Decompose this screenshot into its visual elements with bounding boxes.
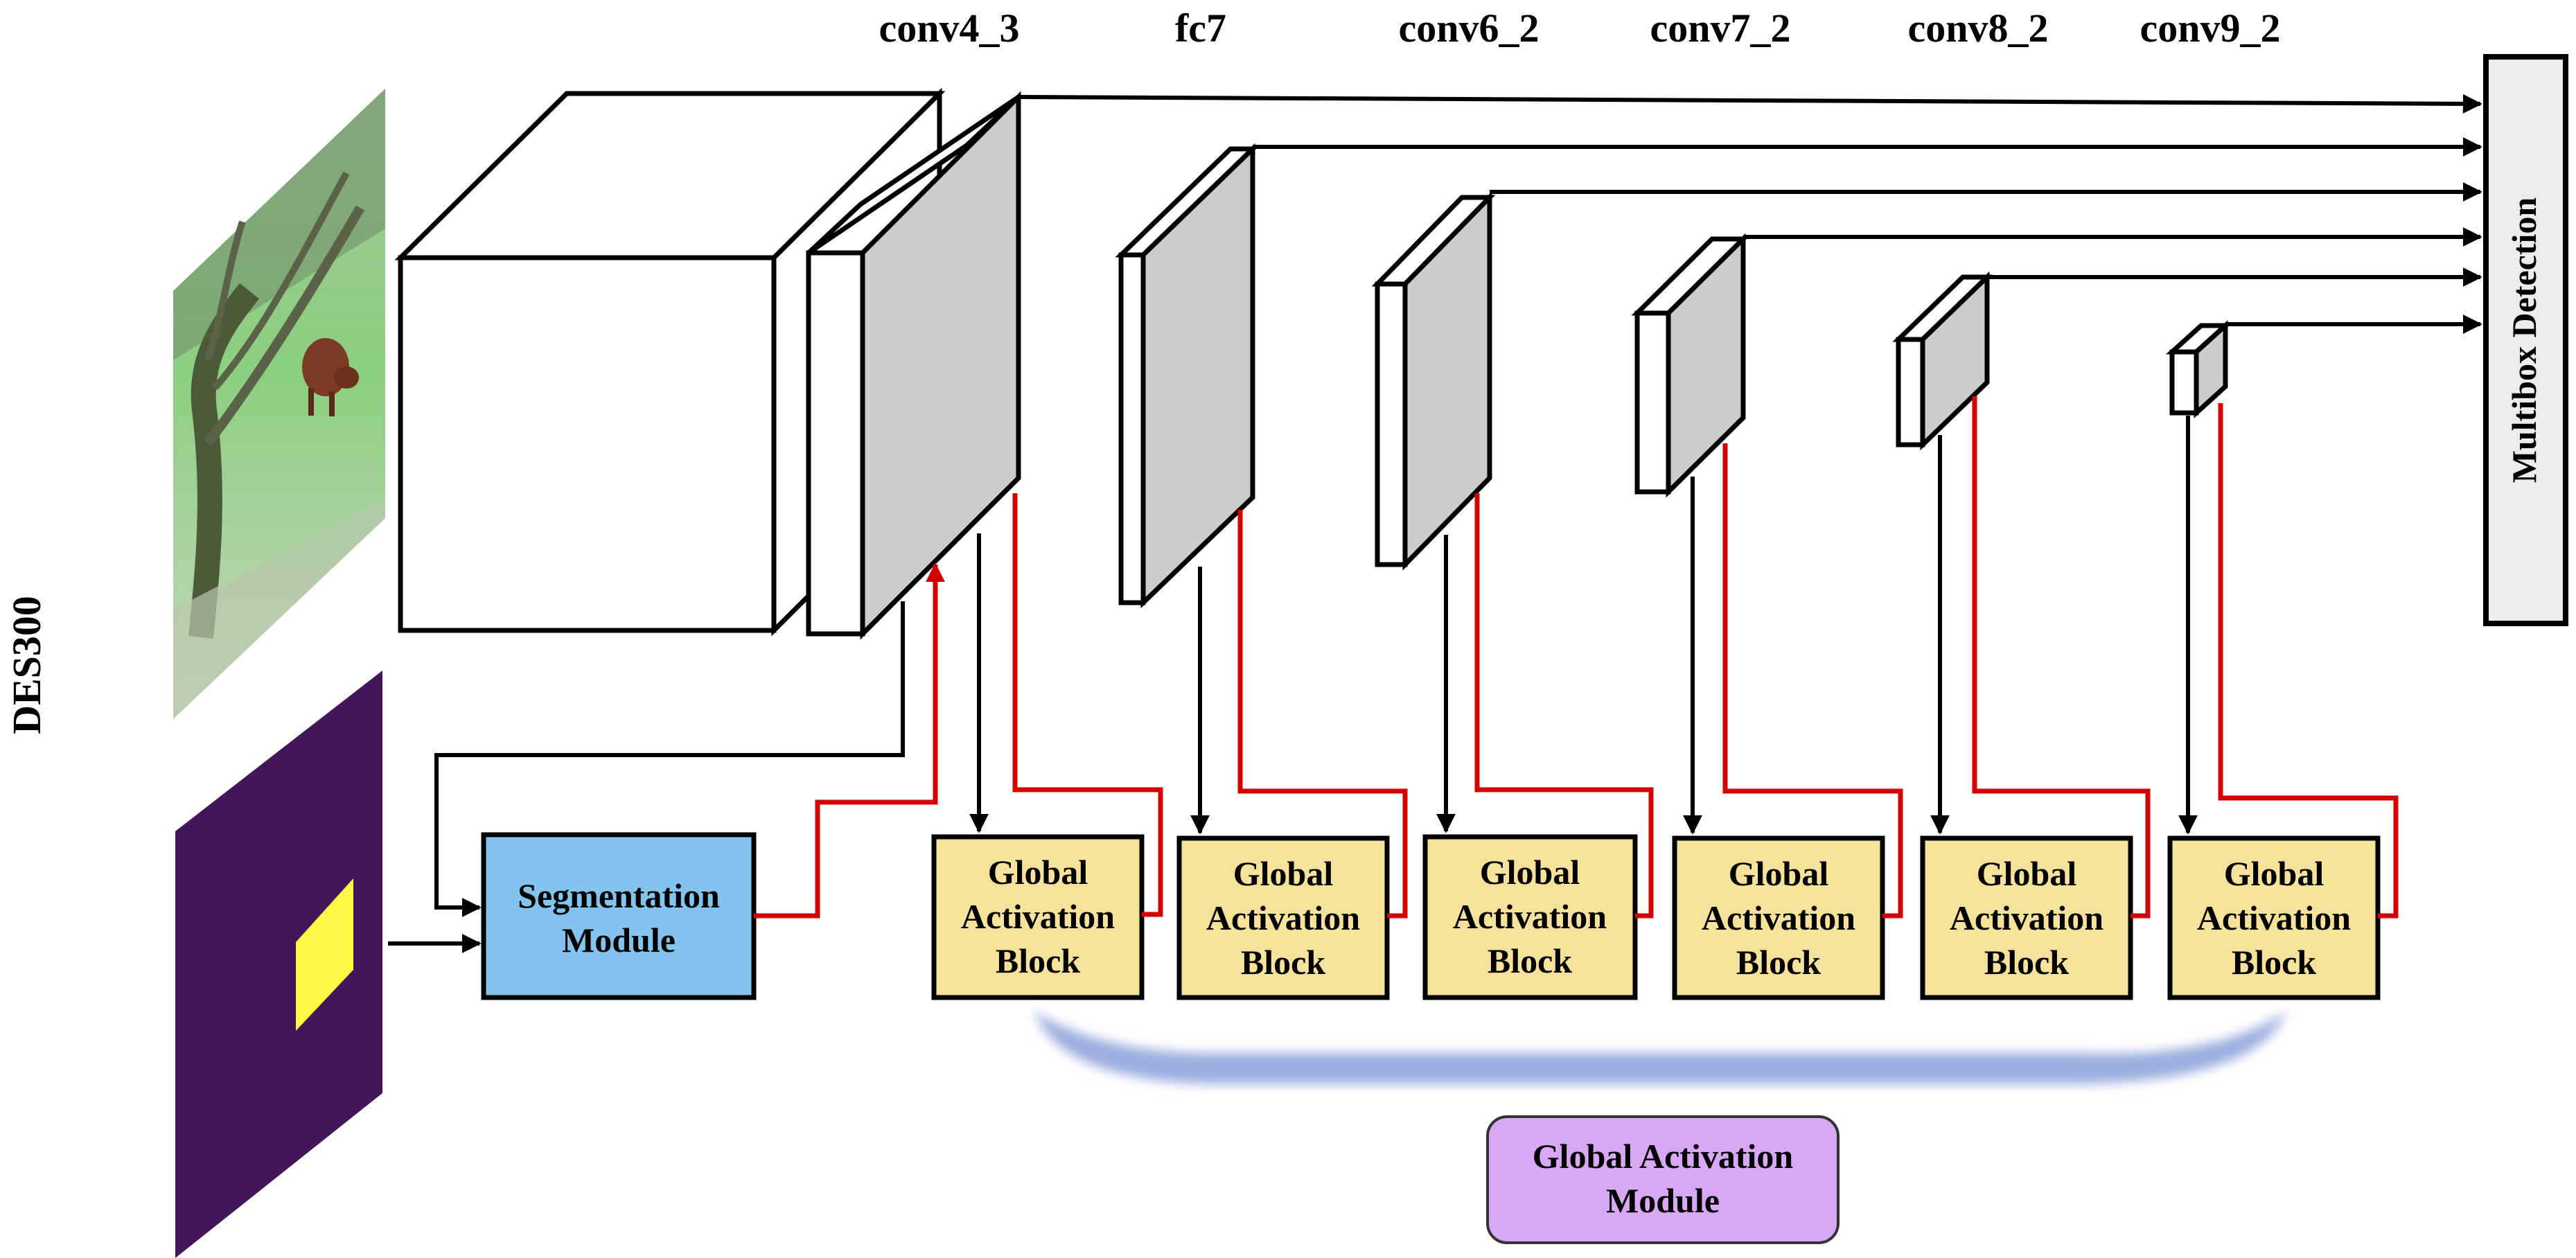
- segmentation-module-line1: Segmentation: [518, 876, 720, 915]
- global-activation-block: Global Activation Block: [1920, 835, 2133, 1000]
- gab-to-feature-arrows: [1012, 396, 2399, 919]
- feature-map-conv9_2: [2165, 320, 2232, 418]
- gab-text: Block: [996, 941, 1080, 980]
- feature-to-gab-arrows: [969, 416, 2198, 835]
- gab-text: Activation: [1206, 898, 1360, 937]
- mask-image: [175, 671, 382, 1258]
- gab-text: Block: [1488, 941, 1572, 980]
- layer-label-fc7: fc7: [1175, 6, 1226, 51]
- layer-label-conv9_2: conv9_2: [2140, 6, 2281, 51]
- gab-text: Block: [1736, 943, 1821, 982]
- gab-text: Global: [1233, 854, 1334, 893]
- global-activation-block: Global Activation Block: [1672, 835, 1885, 1000]
- input-image: [173, 89, 385, 719]
- segmentation-to-conv4_3-arrow: [754, 562, 945, 919]
- feature-map-fc7: [1115, 143, 1259, 609]
- gab-text: Activation: [1950, 898, 2103, 937]
- multibox-detection: Multibox Detection: [2483, 54, 2568, 626]
- feature-map-conv7_2: [1631, 233, 1749, 498]
- layer-label-conv7_2: conv7_2: [1650, 6, 1791, 51]
- global-activation-block: Global Activation Block: [2167, 835, 2381, 1000]
- gab-text: Block: [1241, 943, 1325, 982]
- global-activation-block: Global Activation Block: [1422, 834, 1638, 1000]
- gab-text: Global: [1977, 854, 2077, 893]
- gab-text: Block: [2232, 943, 2316, 982]
- global-activation-module: Global Activation Module: [1486, 1115, 1840, 1244]
- global-activation-arc: [1034, 1011, 2286, 1084]
- gab-text: Block: [1984, 943, 2069, 982]
- layer-label-conv6_2: conv6_2: [1399, 6, 1540, 51]
- gab-text: Activation: [1453, 897, 1607, 936]
- feature-map-conv4_3: [806, 91, 1021, 640]
- diagram-title: DES300: [4, 596, 49, 734]
- gab-text: Activation: [961, 897, 1115, 936]
- global-activation-block: Global Activation Block: [931, 834, 1145, 1000]
- segmentation-module-line2: Module: [562, 921, 676, 959]
- gab-text: Activation: [1702, 898, 1855, 937]
- gab-text: Global: [1729, 854, 1829, 893]
- detection-arrows: [1018, 94, 2482, 334]
- global-activation-module-line2: Module: [1606, 1181, 1720, 1220]
- global-activation-block: Global Activation Block: [1176, 835, 1390, 1000]
- segmentation-module: Segmentation Module: [481, 832, 757, 1000]
- gab-text: Global: [988, 853, 1088, 892]
- layer-label-conv4_3: conv4_3: [879, 6, 1020, 51]
- gab-text: Global: [1480, 853, 1580, 892]
- layer-label-conv8_2: conv8_2: [1908, 6, 2049, 51]
- feature-map-conv6_2: [1371, 191, 1496, 571]
- gab-text: Activation: [2197, 898, 2351, 937]
- gab-text: Global: [2224, 854, 2324, 893]
- global-activation-module-line1: Global Activation: [1533, 1137, 1794, 1176]
- multibox-detection-label: Multibox Detection: [2505, 197, 2543, 484]
- backbone-to-segmentation-arrow: [434, 601, 905, 917]
